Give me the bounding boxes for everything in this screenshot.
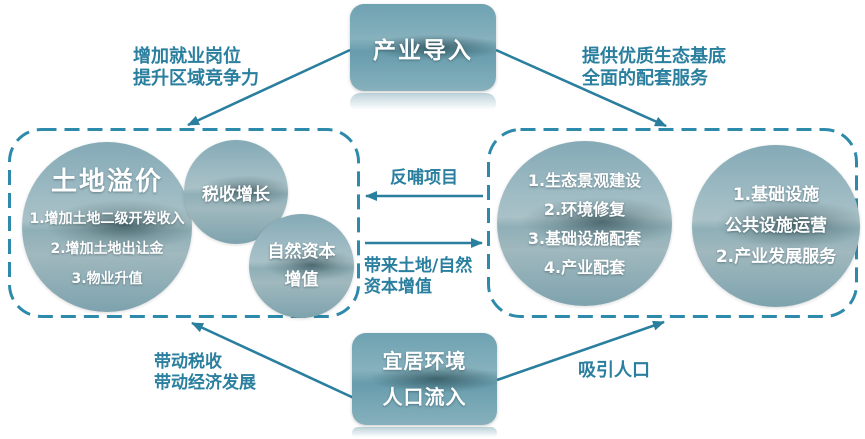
edge-label-bottom-left-line2: 带动经济发展 [154,372,256,393]
circle-operation-services-item: 2.产业发展服务 [715,246,837,267]
circle-eco-construction-item: 3.基础设施配套 [527,228,642,248]
edge-label-capital-appreciation: 带来土地/自然 资本增值 [364,256,472,297]
node-livable-line1: 宜居环境 [382,349,467,373]
edge-label-bottom-left-line1: 带动税收 [154,352,222,372]
circle-natural-capital-line1: 自然资本 [267,242,336,262]
node-industry-import: 产业导入 [350,4,496,91]
circle-land-premium-item: 2.增加土地出让金 [50,240,164,257]
edge-label-top-right-line2: 全面的配套服务 [582,67,708,89]
circle-eco-construction-item: 1.生态景观建设 [527,170,642,190]
circle-land-premium-item: 1.增加土地二级开发收入 [29,210,185,227]
circle-eco-construction: 1.生态景观建设 2.环境修复 3.基础设施配套 4.产业配套 [497,141,672,306]
node-livable-line2: 人口流入 [382,385,467,409]
circle-eco-construction-item: 4.产业配套 [543,257,626,277]
circle-natural-capital: 自然资本 增值 [249,214,354,318]
circle-tax-growth-label: 税收增长 [202,184,270,205]
edge-label-attract-population: 吸引人口 [578,360,650,381]
edge-label-top-right-line1: 提供优质生态基底 [582,46,726,67]
edge-label-bottom-left: 带动税收 带动经济发展 [154,352,256,393]
arrow-livable-to-left-group [191,321,357,401]
left-group-border [8,128,360,318]
node-industry-import-label: 产业导入 [373,37,473,64]
edge-label-feedback-project: 反哺项目 [390,168,458,188]
circle-land-premium-item: 3.物业升值 [71,270,143,287]
node-industry-import-reflection [350,93,496,113]
circle-operation-services: 1.基础设施 公共设施运营 2.产业发展服务 [692,145,860,307]
arrow-livable-to-right-group [496,320,665,382]
arrow-industry-to-left-group [187,48,351,127]
circle-natural-capital-line2: 增值 [284,270,319,290]
node-livable-reflection [352,427,497,439]
circle-operation-services-item: 公共设施运营 [725,215,827,236]
arrow-industry-to-right-group [495,48,667,128]
edge-label-top-left-line2: 提升区域竞争力 [133,67,259,89]
circle-eco-construction-item: 2.环境修复 [543,199,626,219]
edge-label-top-left: 增加就业岗位 提升区域竞争力 [133,46,259,90]
edge-label-top-left-line1: 增加就业岗位 [133,46,241,67]
circle-operation-services-item: 1.基础设施 [732,184,820,205]
edge-label-capital-line1: 带来土地/自然 [364,256,473,276]
circle-land-premium: 土地溢价 1.增加土地二级开发收入 2.增加土地出让金 3.物业升值 [22,142,192,312]
edge-label-capital-line2: 资本增值 [364,276,432,297]
node-livable-environment: 宜居环境 人口流入 [352,333,497,425]
edge-label-top-right: 提供优质生态基底 全面的配套服务 [582,46,726,90]
circle-land-premium-title: 土地溢价 [50,166,163,197]
